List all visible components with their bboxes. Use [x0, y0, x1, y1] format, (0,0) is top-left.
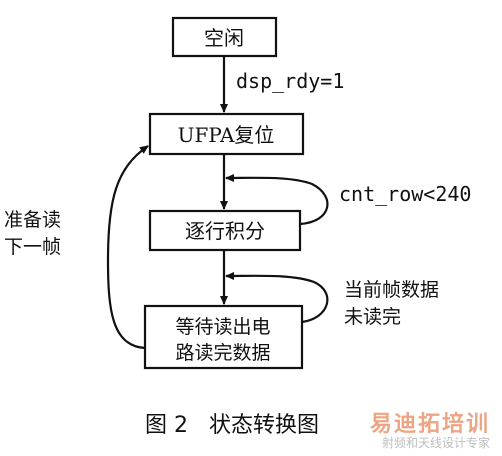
- figure-caption: 图 2 状态转换图: [145, 413, 319, 438]
- state-label-ufpa-reset: UFPA复位: [178, 123, 275, 147]
- transition-label-next-frame-line1: 准备读: [4, 209, 61, 231]
- watermark-logo: 易迪拓培训 射频和天线设计专家: [346, 406, 496, 452]
- state-label-idle: 空闲: [204, 26, 244, 50]
- transition-label-frame-line1: 当前帧数据: [344, 279, 439, 301]
- edge-wait-to-reset: [106, 145, 149, 350]
- transition-label-frame-line2: 未读完: [344, 306, 401, 328]
- state-label-row-integration: 逐行积分: [185, 219, 265, 243]
- state-box-ufpa-reset: [148, 112, 305, 156]
- transition-label-cnt-row: cnt_row<240: [339, 182, 471, 206]
- transition-label-dsp-rdy: dsp_rdy=1: [236, 69, 344, 93]
- watermark-logo-text: 易迪拓培训: [369, 412, 490, 437]
- state-label-wait-line2: 路读完数据: [175, 342, 270, 364]
- edge-row-loop: [225, 173, 329, 226]
- edge-wait-loop: [225, 271, 329, 324]
- state-label-wait-line1: 等待读出电: [175, 316, 270, 338]
- watermark-subtitle: 射频和天线设计专家: [381, 436, 490, 450]
- transition-label-next-frame-line2: 下一帧: [4, 236, 61, 258]
- state-box-wait-readout: [143, 304, 304, 370]
